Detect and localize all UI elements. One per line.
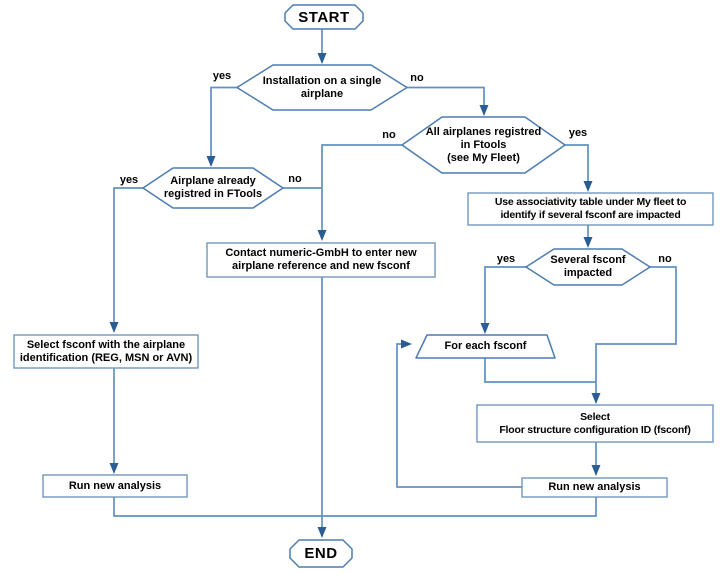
arrow-into-allreg <box>479 105 489 116</box>
loop-foreach-shape <box>415 334 556 359</box>
arrow-into-foreach-left <box>401 339 412 349</box>
process-runleft-shape <box>42 474 188 498</box>
connector-allreg-yes <box>565 144 589 189</box>
arrow-into-install <box>317 53 327 64</box>
connector-runleft-to-end <box>113 497 322 517</box>
connector-already-yes <box>113 187 143 330</box>
connector-several-no <box>595 266 677 400</box>
process-selectfsconf-shape <box>13 334 199 369</box>
arrow-into-selectfloor <box>591 393 601 404</box>
connector-install-no <box>407 86 485 113</box>
arrow-into-assoc <box>583 181 593 192</box>
connector-foreach-to-select <box>484 358 596 383</box>
connector-runright-to-end <box>322 497 597 517</box>
decision-install-shape <box>236 64 408 111</box>
arrow-into-runleft <box>109 463 119 474</box>
decision-several-shape <box>525 248 651 286</box>
connector-install-yes <box>210 86 237 164</box>
connector-several-yes <box>484 266 526 331</box>
decision-allreg-shape <box>401 116 566 174</box>
arrow-into-contact <box>317 230 327 241</box>
connector-run-loopback <box>396 343 522 488</box>
arrow-into-already <box>206 156 216 167</box>
arrow-into-selectfsconf <box>109 322 119 333</box>
process-selectfloor-shape <box>476 404 714 443</box>
process-contact-shape <box>206 242 436 278</box>
process-assoc-shape <box>467 192 714 226</box>
arrow-into-several <box>583 237 593 248</box>
arrow-into-foreach-top <box>480 323 490 334</box>
end-terminator-shape <box>289 539 353 568</box>
start-terminator-shape <box>284 4 364 30</box>
arrow-into-end <box>317 527 327 538</box>
decision-already-shape <box>142 167 284 209</box>
arrow-into-runright <box>591 465 601 476</box>
connector-allreg-no <box>321 144 402 238</box>
process-runright-shape <box>521 477 668 498</box>
